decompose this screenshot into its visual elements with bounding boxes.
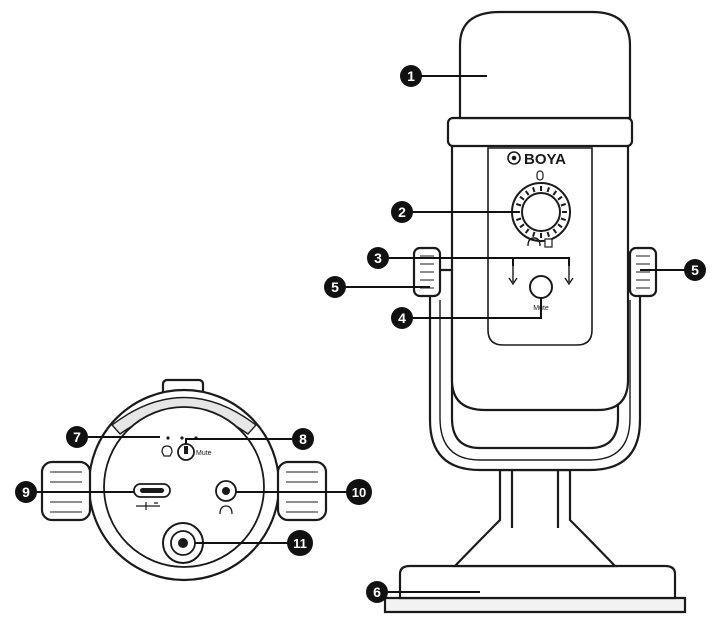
dial-ticks bbox=[515, 186, 567, 238]
callout-5-left: 5 bbox=[324, 276, 346, 298]
yoke-inner-line bbox=[439, 300, 631, 461]
stand-base-top bbox=[398, 564, 677, 600]
dial-tick bbox=[532, 231, 536, 238]
stand-base bbox=[383, 596, 687, 614]
brand-text: BOYA bbox=[524, 151, 566, 168]
callout-11-number: 11 bbox=[293, 536, 307, 551]
leader-line-8 bbox=[185, 438, 292, 444]
usb-icon bbox=[136, 502, 160, 510]
callout-3-number: 3 bbox=[374, 250, 382, 266]
callouts: 1 2 3 4 5 5 6 7 bbox=[15, 65, 706, 603]
mic-indicator-icon bbox=[536, 170, 544, 181]
light-icon bbox=[161, 445, 173, 457]
callout-5-left-number: 5 bbox=[331, 279, 339, 295]
dial-tick bbox=[532, 186, 536, 193]
callout-5-right: 5 bbox=[684, 259, 706, 281]
leader-lines bbox=[37, 75, 684, 593]
dial-tick bbox=[524, 228, 530, 234]
dial-tick bbox=[519, 223, 525, 229]
callout-1: 1 bbox=[400, 65, 422, 87]
dial-tick bbox=[560, 217, 567, 221]
callout-7: 7 bbox=[66, 426, 88, 448]
callout-6: 6 bbox=[366, 581, 388, 603]
callout-6-number: 6 bbox=[373, 584, 381, 600]
dial-tick bbox=[546, 231, 550, 238]
callout-11: 11 bbox=[287, 530, 313, 556]
stand-neck bbox=[452, 468, 618, 568]
indicator-light-left bbox=[508, 266, 518, 286]
mic-mix-icon bbox=[544, 238, 553, 248]
callout-4-number: 4 bbox=[398, 310, 406, 326]
callout-10-number: 10 bbox=[352, 485, 366, 500]
microphone-bottom-view bbox=[40, 378, 328, 582]
callout-4: 4 bbox=[391, 307, 413, 329]
bottom-headphone-icon bbox=[219, 505, 233, 515]
callout-8: 8 bbox=[292, 428, 314, 450]
dial-tick bbox=[524, 190, 530, 196]
dial-tick bbox=[515, 203, 522, 207]
indicator-light-right bbox=[564, 266, 574, 286]
callout-8-number: 8 bbox=[299, 431, 307, 447]
bottom-mute-label: Mute bbox=[196, 450, 212, 457]
dial-tick bbox=[546, 186, 550, 193]
bottom-view-face bbox=[103, 406, 265, 568]
volume-dial bbox=[521, 192, 561, 232]
dial-tick bbox=[515, 217, 522, 221]
microphone-head bbox=[458, 10, 632, 120]
callout-5-right-number: 5 bbox=[691, 262, 699, 278]
callout-2-number: 2 bbox=[398, 204, 406, 220]
headphone-icon bbox=[527, 237, 541, 247]
callout-2: 2 bbox=[391, 201, 413, 223]
callout-9: 9 bbox=[15, 481, 37, 503]
dial-tick bbox=[557, 223, 563, 229]
dial-tick bbox=[560, 203, 567, 207]
microphone-collar bbox=[446, 116, 634, 148]
callout-1-number: 1 bbox=[407, 68, 415, 84]
microphone-front-view bbox=[383, 10, 687, 614]
leader-line-4 bbox=[413, 298, 542, 319]
callout-9-number: 9 bbox=[22, 484, 30, 500]
callout-3: 3 bbox=[367, 247, 389, 269]
callout-7-number: 7 bbox=[73, 429, 81, 445]
leader-line-3 bbox=[389, 257, 570, 266]
dial-tick bbox=[552, 190, 558, 196]
dial-tick bbox=[519, 195, 525, 201]
dial-tick bbox=[557, 195, 563, 201]
dial-tick bbox=[552, 228, 558, 234]
stand-neck-inner bbox=[510, 470, 560, 528]
callout-10: 10 bbox=[346, 479, 372, 505]
mute-button bbox=[529, 275, 553, 299]
